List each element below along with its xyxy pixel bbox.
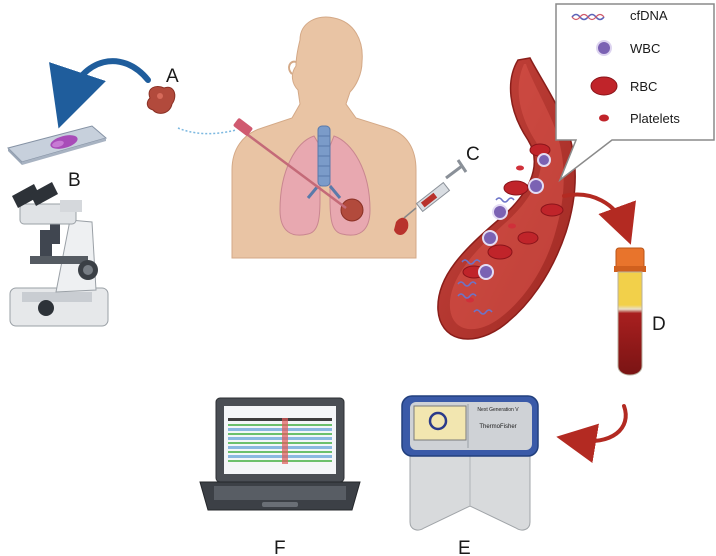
laptop-computer [199, 397, 361, 511]
step-label-f: F [274, 538, 286, 556]
legend-rbc-icon [590, 76, 618, 96]
microscope-slide [7, 125, 108, 165]
sequencer-instrument: Next Generation V ThermoFisher [401, 395, 539, 531]
arrow-tissue-to-slide [49, 58, 151, 129]
blood-vessel [437, 57, 576, 340]
platelet-in-vessel [516, 165, 524, 171]
wbc-in-vessel [492, 204, 508, 220]
rbc-in-vessel [540, 203, 564, 217]
legend-wbc-label: WBC [630, 41, 660, 56]
cfdna-in-vessel [495, 197, 515, 203]
sequencing-data-display [228, 418, 332, 464]
biopsy-tissue-sample [146, 85, 176, 114]
wbc-in-vessel [478, 264, 494, 280]
legend-platelets-icon [599, 114, 609, 122]
rbc-in-vessel [503, 180, 529, 196]
rbc-in-vessel [517, 231, 539, 245]
rbc-in-vessel [487, 244, 513, 260]
arrow-tube-to-sequencer [556, 404, 628, 464]
wbc-in-vessel [482, 230, 498, 246]
vessel-cells [457, 143, 564, 315]
legend-cfdna-label: cfDNA [630, 8, 668, 23]
step-label-c: C [466, 144, 480, 165]
sequencer-brand-text: ThermoFisher [479, 424, 516, 430]
step-label-d: D [652, 314, 666, 335]
blood-collection-tube [614, 247, 646, 376]
step-label-e: E [458, 538, 471, 556]
legend-platelets-label: Platelets [630, 111, 680, 126]
biopsy-needle [233, 118, 347, 210]
platelet-in-vessel [508, 223, 516, 229]
platelet-in-vessel [466, 297, 474, 303]
legend-cfdna-icon [571, 13, 605, 21]
biopsy-dotted-path [177, 127, 237, 135]
step-label-a: A [166, 66, 179, 87]
legend-wbc-icon [596, 40, 612, 56]
human-torso [231, 16, 417, 259]
wbc-in-vessel [528, 178, 544, 194]
legend-callout: cfDNA WBC RBC Platelets [555, 3, 715, 183]
cfdna-in-vessel [461, 259, 481, 265]
microscope [9, 182, 109, 327]
syringe [403, 159, 468, 219]
wbc-in-vessel [537, 153, 551, 167]
sequencer-model-text: Next Generation V [477, 407, 519, 413]
arrow-vessel-to-tube [562, 192, 636, 245]
step-label-b: B [68, 170, 81, 191]
cfdna-in-vessel [457, 281, 477, 287]
legend-rbc-label: RBC [630, 79, 657, 94]
cfdna-in-vessel [473, 309, 493, 315]
cfdna-in-vessel [457, 293, 477, 299]
